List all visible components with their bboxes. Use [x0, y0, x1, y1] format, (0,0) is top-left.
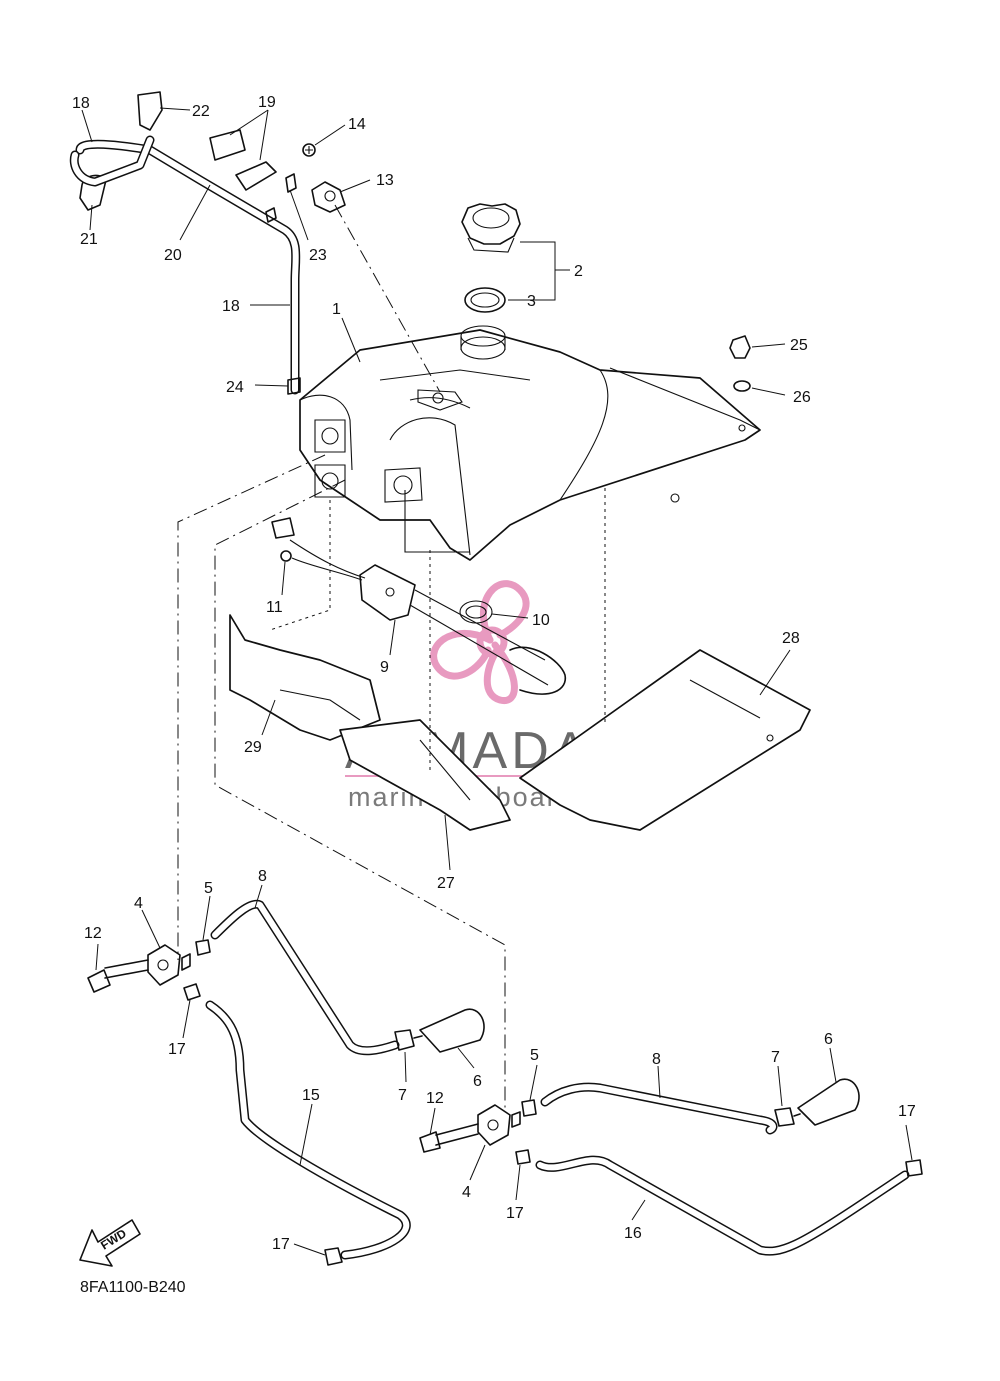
callout-8-right: 8: [652, 1051, 661, 1068]
callout-16: 16: [624, 1225, 642, 1242]
petcock-left: [87, 899, 485, 1266]
callout-14: 14: [348, 116, 366, 133]
heat-shield-28: [519, 649, 811, 831]
nut-washer: [729, 335, 751, 392]
callout-7-left: 7: [398, 1087, 407, 1104]
breather-hardware: [69, 91, 346, 395]
fwd-arrow: FWD: [79, 1219, 141, 1267]
callout-10: 10: [532, 612, 550, 629]
callout-28: 28: [782, 630, 800, 647]
leader-lines: [81, 107, 913, 1256]
callout-7-right: 7: [771, 1049, 780, 1066]
callout-1: 1: [332, 301, 341, 318]
heat-shield-27: [339, 719, 511, 831]
heat-shield-29: [229, 614, 381, 741]
callout-3: 3: [527, 293, 536, 310]
callout-21: 21: [80, 231, 98, 248]
callout-24: 24: [226, 379, 244, 396]
filler-cap: [461, 203, 521, 313]
fuel-tank: [299, 325, 761, 561]
fuel-sender: [271, 517, 567, 695]
callout-20: 20: [164, 247, 182, 264]
assembly-lines: [177, 204, 606, 1110]
callout-13: 13: [376, 172, 394, 189]
callout-26: 26: [793, 389, 811, 406]
callout-17-right-mid: 17: [506, 1205, 524, 1222]
callout-12-left: 12: [84, 925, 102, 942]
callout-18-mid: 18: [222, 298, 240, 315]
callout-5-left: 5: [204, 880, 213, 897]
callout-6-right: 6: [824, 1031, 833, 1048]
callout-6-left: 6: [473, 1073, 482, 1090]
callout-5-right: 5: [530, 1047, 539, 1064]
callout-4-left: 4: [134, 895, 143, 912]
callout-17-left: 17: [168, 1041, 186, 1058]
petcock-right: [419, 1078, 923, 1256]
callout-labels: 18 22 19 14 13 21 20 23 2 3 18 1 25 24 2…: [72, 94, 916, 1253]
callout-8-left: 8: [258, 868, 267, 885]
callout-27: 27: [437, 875, 455, 892]
callout-29: 29: [244, 739, 262, 756]
callout-19: 19: [258, 94, 276, 111]
callout-4-right: 4: [462, 1184, 471, 1201]
callout-17-bottom: 17: [272, 1236, 290, 1253]
callout-18-top: 18: [72, 95, 90, 112]
fwd-label: FWD: [98, 1226, 129, 1253]
callout-9: 9: [380, 659, 389, 676]
callout-2: 2: [574, 263, 583, 280]
callout-25: 25: [790, 337, 808, 354]
callout-15: 15: [302, 1087, 320, 1104]
callout-17-right: 17: [898, 1103, 916, 1120]
callout-22: 22: [192, 103, 210, 120]
callout-12-right: 12: [426, 1090, 444, 1107]
callout-11: 11: [266, 599, 283, 616]
callout-23: 23: [309, 247, 327, 264]
diagram-code: 8FA1100-B240: [80, 1279, 186, 1296]
